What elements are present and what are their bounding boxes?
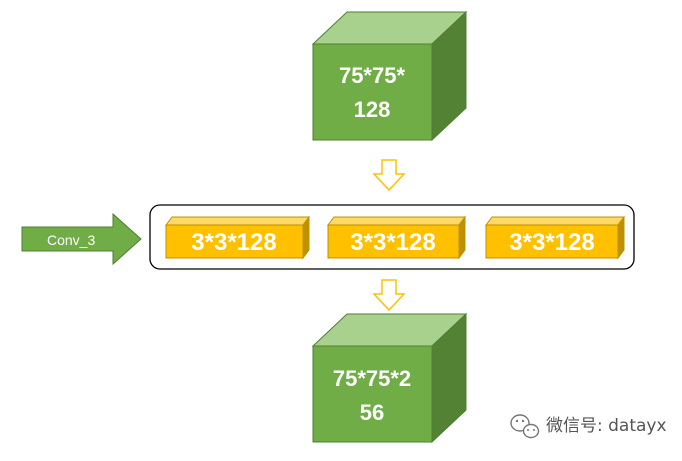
kernel-block-3: 3*3*128: [485, 215, 625, 260]
kernel-1-label: 3*3*128: [191, 229, 276, 256]
conv-layer-label: Conv_3: [47, 232, 95, 248]
kernel-1-side-face: [302, 215, 310, 260]
kernel-3-front-face: [485, 224, 619, 259]
watermark-text: 微信号: datayx: [546, 416, 667, 436]
conv-layer-arrow: Conv_3: [21, 212, 142, 266]
input-cube-front-face: [312, 43, 433, 141]
kernel-2-top-face: [327, 216, 466, 226]
kernel-block-1: 3*3*128: [165, 215, 310, 260]
kernel-2-label: 3*3*128: [350, 229, 435, 256]
kernel-3-top-face: [485, 216, 625, 226]
kernel-3-side-face: [617, 215, 625, 260]
kernel-1-front-face: [165, 224, 304, 259]
down-arrow-top: [372, 159, 406, 192]
conv-arrow-shape: [21, 212, 142, 266]
output-tensor-cube: 75*75*2 56: [311, 312, 468, 444]
kernel-3-label: 3*3*128: [509, 229, 594, 256]
watermark: 微信号: datayx: [510, 414, 667, 439]
kernel-2-side-face: [458, 215, 466, 260]
down-arrow-bottom: [372, 279, 406, 312]
kernel-block-2: 3*3*128: [327, 215, 466, 260]
kernel-1-top-face: [165, 216, 310, 226]
kernel-2-front-face: [327, 224, 460, 259]
input-tensor-cube: 75*75* 128: [311, 10, 468, 142]
output-cube-front-face: [312, 345, 433, 443]
output-cube-label-line1: 75*75*2: [333, 366, 411, 391]
output-cube-label-line2: 56: [360, 400, 384, 425]
input-cube-label-line1: 75*75*: [339, 63, 406, 88]
input-cube-label-line2: 128: [354, 97, 391, 122]
wechat-logo-icon: [510, 414, 540, 439]
